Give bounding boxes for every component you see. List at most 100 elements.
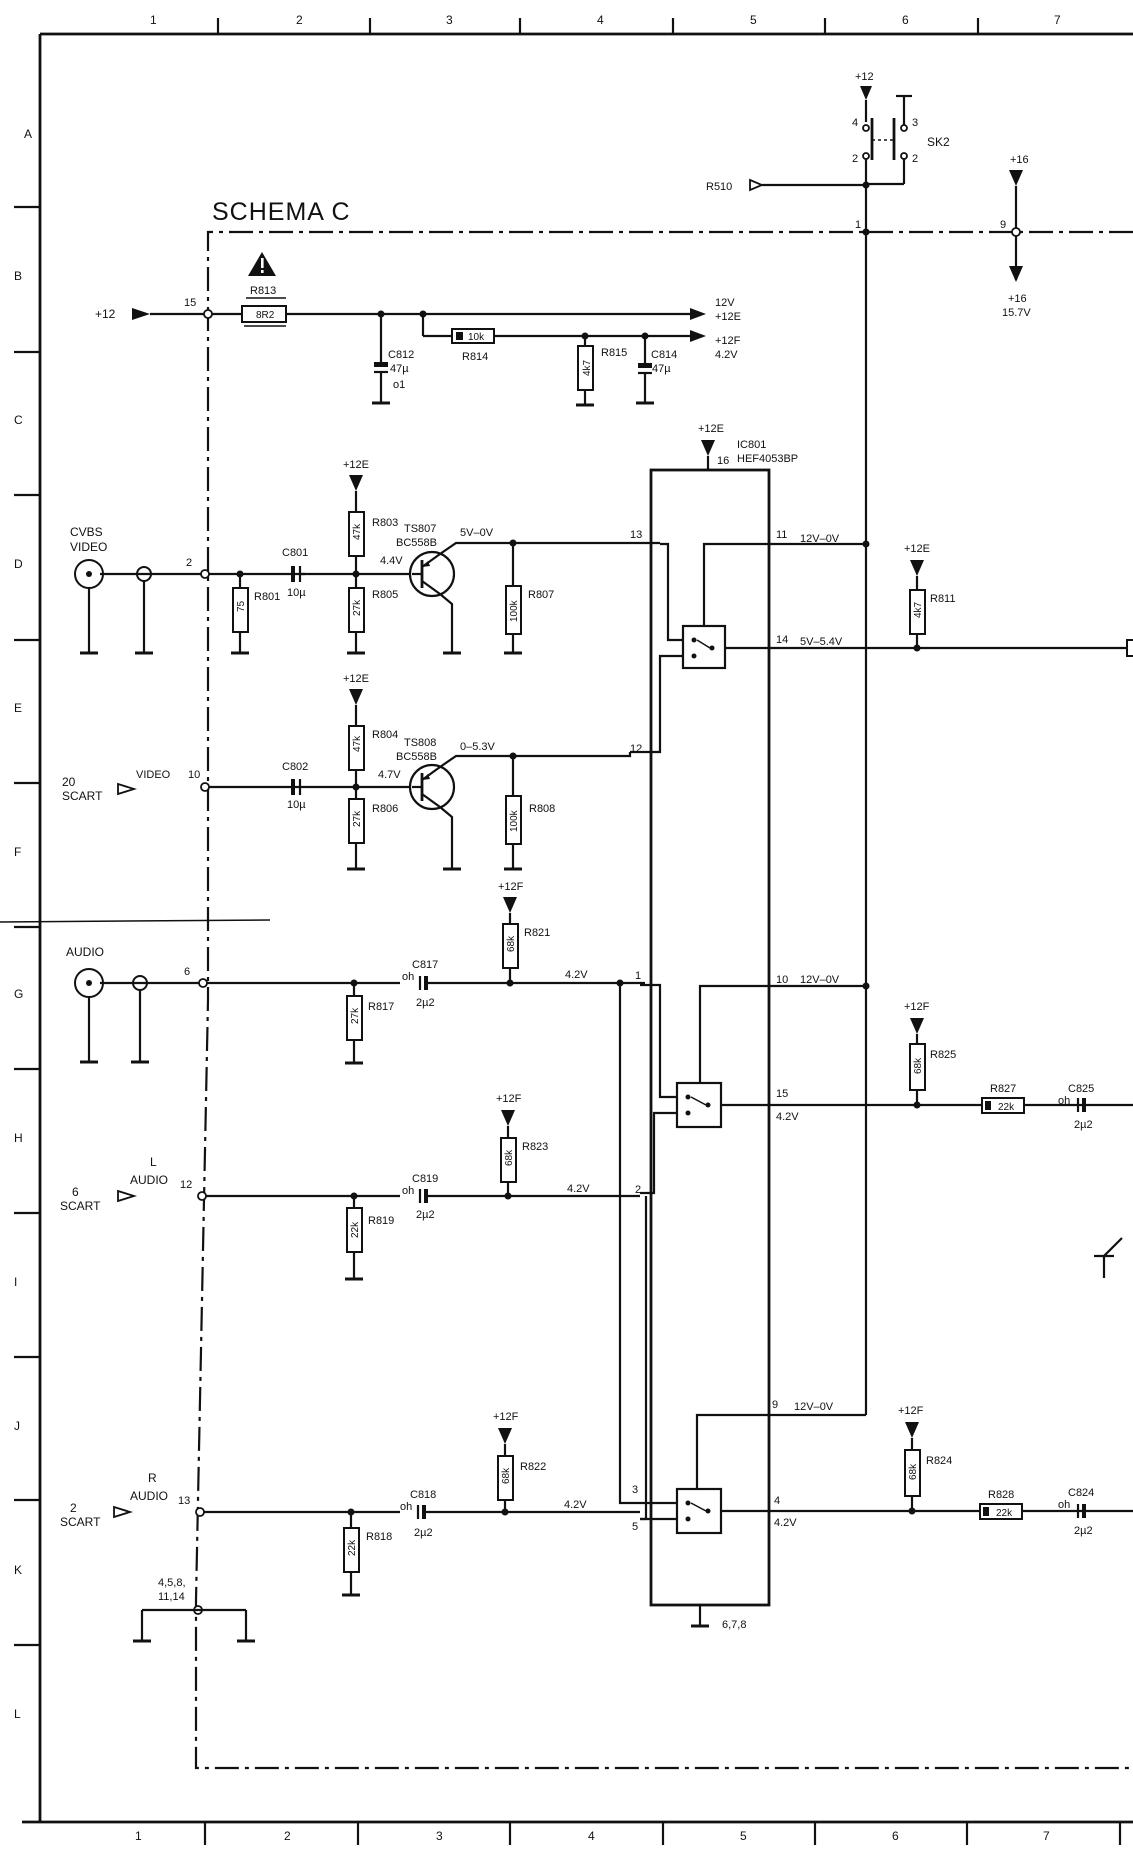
ic-pin-10: 10: [776, 974, 788, 986]
r828-resistor: [979, 1503, 1023, 1520]
p12f-b-label: +12F: [496, 1093, 522, 1105]
grid-col-bottom-3: 3: [436, 1829, 443, 1843]
v-c-label: 4.2V: [564, 1499, 587, 1511]
c818-oh: oh: [400, 1501, 412, 1513]
r823-label: R823: [522, 1141, 548, 1153]
r815-value: 4k7: [582, 359, 593, 376]
grid-col-bottom-7: 7: [1043, 1829, 1050, 1843]
out-12e-arrow-icon: [690, 308, 706, 320]
p12f-a-arrow-icon: [503, 897, 517, 913]
p16-label: +16: [1010, 154, 1029, 166]
c802-capacitor: [291, 779, 295, 795]
grid-row-l: L: [14, 1707, 21, 1721]
ic-v9: 12V–0V: [794, 1401, 834, 1413]
p12e-b-label: +12E: [343, 673, 369, 685]
grid-col-top-5: 5: [750, 13, 757, 27]
p12e-b-arrow-icon: [349, 689, 363, 705]
audio-jack-label: AUDIO: [66, 945, 104, 959]
ic-pin-16: 16: [717, 455, 729, 467]
p12f-d-label: +12F: [904, 1001, 930, 1013]
r815-label: R815: [601, 347, 627, 359]
audio-section: AUDIO 6 27k R817 C817 oh 2µ2 4.2V +12F 6…: [60, 881, 1123, 1643]
supply-arrow-icon: [132, 308, 150, 320]
c817-oh: oh: [402, 971, 414, 983]
grid-col-top-4: 4: [597, 13, 604, 27]
audio-pin-6: 6: [184, 966, 190, 978]
v-b-label: 4.2V: [567, 1183, 590, 1195]
power-section: +12 15 R813 8R2 12V +12E C812 47µ o1: [95, 252, 741, 407]
r804-label: R804: [372, 729, 398, 741]
r825-value: 68k: [913, 1057, 924, 1074]
r805-value: 27k: [352, 599, 363, 616]
r814-value: 10k: [468, 332, 485, 343]
ic-pin-1: 1: [635, 970, 641, 982]
r806-value: 27k: [352, 810, 363, 827]
c802-label: C802: [282, 761, 308, 773]
ic-name: IC801: [737, 439, 766, 451]
cvbs-video-label: VIDEO: [70, 540, 107, 554]
c817-label: C817: [412, 959, 438, 971]
grid-col-top-6: 6: [902, 13, 909, 27]
c818-value: 2µ2: [414, 1527, 433, 1539]
r806-label: R806: [372, 803, 398, 815]
ic-pin-14: 14: [776, 634, 788, 646]
scart-2-label: 2: [70, 1501, 77, 1515]
r808-value: 100k: [509, 809, 520, 832]
grid-row-i: I: [14, 1275, 17, 1289]
grid-row-c: C: [14, 413, 23, 427]
c819-oh: oh: [402, 1185, 414, 1197]
c812-label: C812: [388, 349, 414, 361]
ic-part: HEF4053BP: [737, 453, 798, 465]
r808-label: R808: [529, 803, 555, 815]
out-12f-label: +12F: [715, 335, 741, 347]
sk2-label: SK2: [927, 135, 950, 149]
r825-label: R825: [930, 1049, 956, 1061]
pin-15-label: 15: [184, 297, 196, 309]
grid-col-bottom-4: 4: [588, 1829, 595, 1843]
grid-col-bottom-2: 2: [284, 1829, 291, 1843]
r-label: R: [148, 1471, 157, 1485]
r824-label: R824: [926, 1455, 952, 1467]
ic-pin-5: 5: [632, 1521, 638, 1533]
c801-label: C801: [282, 547, 308, 559]
grid-row-e: E: [14, 701, 22, 715]
c814-label: C814: [651, 349, 677, 361]
sk2-pin-2a: 2: [852, 153, 858, 165]
r510-arrow-icon: [749, 178, 765, 192]
grid-col-top-1: 1: [150, 13, 157, 27]
r822-value: 68k: [501, 1467, 512, 1484]
grid-row-g: G: [14, 987, 23, 1001]
gnd-pins-b: 11,14: [158, 1591, 185, 1603]
warning-icon: [248, 252, 276, 276]
ic-pin-13: 13: [630, 529, 642, 541]
p12e-a-arrow-icon: [349, 475, 363, 491]
ic801: +12E 16 IC801 HEF4053BP 6,7,8 13 11 12V–…: [630, 423, 1133, 1631]
ts807-label: TS807: [404, 523, 436, 535]
grid-col-bottom-5: 5: [740, 1829, 747, 1843]
scart-video-label: SCART: [62, 789, 103, 803]
p12f-c-label: +12F: [493, 1411, 519, 1423]
sk2-supply-arrow-icon: [860, 86, 872, 100]
p12f-e-arrow-icon: [905, 1422, 919, 1438]
c812-value: 47µ: [390, 363, 409, 375]
grid-col-top-3: 3: [446, 13, 453, 27]
p12f-e-label: +12F: [898, 1405, 924, 1417]
v-a-label: 4.2V: [565, 969, 588, 981]
c819-value: 2µ2: [416, 1209, 435, 1221]
ic-pin-4: 4: [774, 1495, 780, 1507]
gnd-pins-a: 4,5,8,: [158, 1577, 186, 1589]
r813-value: 8R2: [256, 310, 275, 321]
p16-out-arrow-icon: [1009, 266, 1023, 282]
ic-v14: 5V–5.4V: [800, 636, 843, 648]
c824-label: C824: [1068, 1487, 1094, 1499]
out-12v-label: 12V: [715, 297, 735, 309]
pin-10-label: 10: [188, 769, 200, 781]
node-9-label: 9: [1000, 219, 1006, 231]
r817-value: 27k: [350, 1007, 361, 1024]
video-label: VIDEO: [136, 769, 171, 781]
c801-capacitor: [291, 566, 295, 582]
p12f-b-arrow-icon: [501, 1110, 515, 1126]
scart-l-label: SCART: [60, 1199, 101, 1213]
p12e-a-label: +12E: [343, 459, 369, 471]
c812-capacitor: [374, 362, 388, 367]
